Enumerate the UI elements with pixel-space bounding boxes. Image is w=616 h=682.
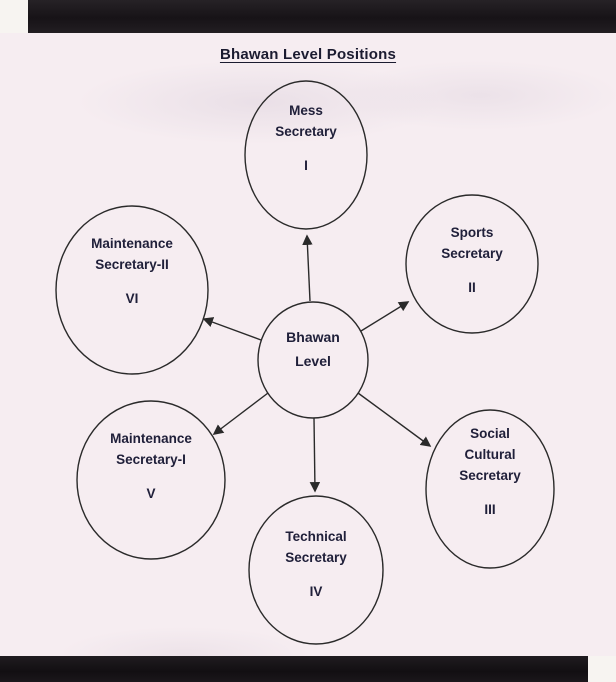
scan-corner-bottom-right: [588, 656, 616, 682]
node-line: Secretary: [441, 246, 503, 261]
scan-edge-bottom: [0, 656, 588, 682]
node-numeral: IV: [309, 584, 323, 599]
node-line: Sports: [450, 225, 494, 240]
node-line: Social: [470, 426, 510, 441]
ellipse-technical-secretary: [248, 495, 384, 645]
node-line: Secretary-I: [116, 452, 186, 467]
node-label-mess-secretary: Mess Secretary I: [275, 100, 337, 176]
page-title: Bhawan Level Positions: [219, 46, 397, 63]
node-numeral: I: [304, 158, 308, 173]
ellipse-bhawan-level-center: [257, 301, 369, 419]
arrow-to-mess-secretary: [302, 234, 313, 302]
node-line: Maintenance: [110, 431, 192, 446]
node-label-maintenance-secretary-1: Maintenance Secretary-I V: [110, 428, 192, 504]
ellipse-maintenance-secretary-2: [55, 205, 209, 375]
arrow-to-social-cultural-secretary: [357, 392, 432, 447]
arrow-to-maintenance-secretary-2: [202, 317, 262, 341]
node-numeral: V: [146, 486, 156, 501]
node-line: Bhawan: [286, 329, 340, 345]
node-label-sports-secretary: Sports Secretary II: [441, 222, 503, 298]
node-line: Technical: [285, 529, 347, 544]
node-label-technical-secretary: Technical Secretary IV: [285, 526, 347, 602]
node-line: Secretary: [285, 550, 347, 565]
ellipse-mess-secretary: [244, 80, 368, 230]
node-line: Secretary: [459, 468, 521, 483]
ellipse-social-cultural-secretary: [425, 409, 555, 569]
scan-corner-top-left: [0, 0, 28, 33]
node-line: Secretary-II: [95, 257, 169, 272]
ellipse-maintenance-secretary-1: [76, 400, 226, 560]
node-line: Secretary: [275, 124, 337, 139]
ellipse-sports-secretary: [405, 194, 539, 334]
node-label-maintenance-secretary-2: Maintenance Secretary-II VI: [91, 233, 173, 309]
arrow-to-technical-secretary: [309, 417, 321, 493]
node-numeral: II: [468, 280, 476, 295]
node-label-bhawan-level: Bhawan Level: [286, 325, 340, 373]
scan-edge-top: [28, 0, 616, 33]
node-numeral: VI: [125, 291, 139, 306]
arrow-to-maintenance-secretary-1: [212, 392, 269, 435]
node-line: Mess: [289, 103, 323, 118]
node-line: Maintenance: [91, 236, 173, 251]
node-line: Cultural: [464, 447, 516, 462]
node-line: Level: [295, 353, 331, 369]
node-label-social-cultural-secretary: Social Cultural Secretary III: [459, 423, 521, 520]
node-numeral: III: [484, 502, 496, 517]
arrow-to-sports-secretary: [360, 301, 410, 332]
